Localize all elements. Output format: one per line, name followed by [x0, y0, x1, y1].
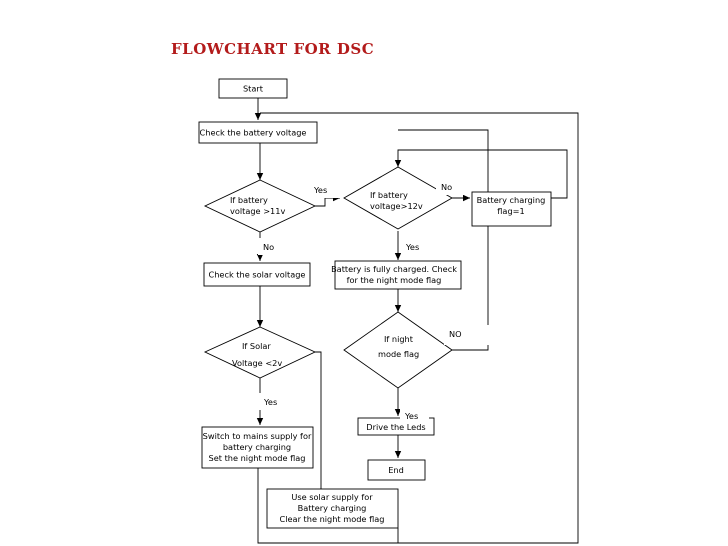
node-if-battery-11-line-1: If battery [230, 195, 268, 205]
node-if-battery-11: If battery voltage >11v [203, 179, 317, 233]
node-use-solar-line-2: Battery charging [298, 503, 367, 513]
node-use-solar-line-1: Use solar supply for [291, 492, 373, 502]
node-use-solar: Use solar supply for Battery charging Cl… [266, 488, 399, 529]
node-start: Start [218, 78, 288, 99]
node-end-line-1: End [388, 465, 404, 475]
node-if-solar: If Solar Voltage <2v [203, 326, 317, 379]
node-check-solar: Check the solar voltage [203, 262, 311, 287]
node-drive-leds-line-1: Drive the Leds [366, 422, 425, 432]
label-yes-battery-11-text: Yes [313, 185, 327, 195]
label-no-night: NO [444, 325, 491, 345]
node-if-solar-line-1: If Solar [242, 341, 271, 351]
edge-charging-flag-loop-back [394, 149, 568, 199]
node-if-battery-12: If battery voltage>12v [343, 166, 453, 230]
node-if-battery-12-line-1: If battery [370, 190, 408, 200]
node-switch-mains-line-1: Switch to mains supply for [203, 431, 312, 441]
node-charging-flag-line-2: flag=1 [497, 206, 524, 216]
node-fully-charged-line-2: for the night mode flag [347, 275, 442, 285]
label-yes-night-text: Yes [404, 411, 418, 421]
node-start-line-1: Start [243, 84, 264, 94]
label-yes-solar-text: Yes [263, 397, 277, 407]
label-no-night-text: NO [449, 329, 462, 339]
node-charging-flag-line-1: Battery charging [477, 195, 546, 205]
edge-if-night-no-loop-back [398, 129, 489, 351]
node-if-night-line-1: If night [384, 334, 414, 344]
node-fully-charged-line-1: Battery is fully charged. Check [331, 264, 457, 274]
node-check-battery-line-1: Check the battery voltage [200, 128, 307, 138]
node-use-solar-line-3: Clear the night mode flag [280, 514, 385, 524]
label-yes-battery-12-text: Yes [405, 242, 419, 252]
node-fully-charged: Battery is fully charged. Check for the … [331, 260, 462, 290]
edge-yes-to-if-battery-12 [315, 194, 340, 207]
node-drive-leds: Drive the Leds [357, 417, 435, 436]
label-no-battery-11-text: No [263, 242, 274, 252]
label-no-battery-11: No [258, 238, 290, 255]
node-charging-flag: Battery charging flag=1 [471, 191, 552, 227]
label-yes-battery-11: Yes [309, 181, 341, 198]
node-check-battery: Check the battery voltage [198, 121, 318, 144]
label-no-battery-12: No [436, 178, 468, 195]
node-switch-mains-line-3: Set the night mode flag [209, 453, 306, 463]
label-yes-battery-12: Yes [401, 238, 441, 255]
node-end: End [367, 459, 426, 481]
label-yes-night: Yes [400, 408, 429, 422]
flowchart-title: FLOWCHART FOR DSC [171, 40, 375, 58]
node-switch-mains: Switch to mains supply for battery charg… [201, 426, 314, 469]
node-if-battery-12-line-2: voltage>12v [370, 201, 423, 211]
node-if-battery-11-line-2: voltage >11v [230, 206, 285, 216]
node-if-night-line-2: mode flag [378, 349, 419, 359]
node-if-night: If night mode flag [343, 311, 453, 389]
label-yes-solar: Yes [259, 393, 290, 410]
node-switch-mains-line-2: battery charging [223, 442, 291, 452]
edge-bottom-loop-back [257, 112, 579, 544]
node-check-solar-line-1: Check the solar voltage [209, 270, 306, 280]
label-no-battery-12-text: No [441, 182, 452, 192]
node-if-solar-line-2: Voltage <2v [232, 358, 282, 368]
